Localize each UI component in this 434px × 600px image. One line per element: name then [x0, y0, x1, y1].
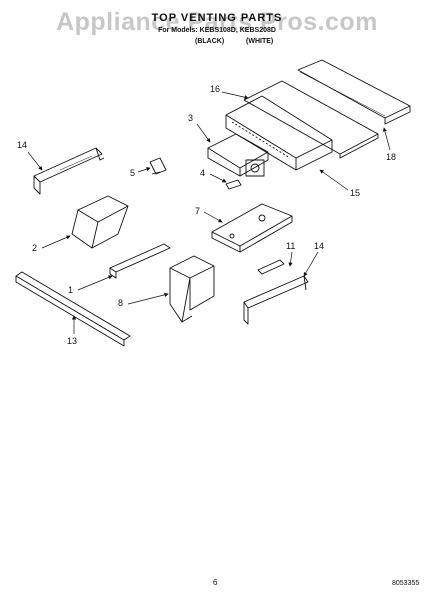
part-15-vent-channel — [225, 95, 333, 171]
part-16-vent-cover — [243, 80, 379, 159]
callout-11: 11 — [286, 241, 296, 251]
part-14-right-bracket — [243, 275, 309, 325]
part-4-connector — [225, 179, 242, 190]
part-5-switch — [149, 157, 167, 175]
part-11-block — [257, 259, 285, 275]
part-18-top-panel — [297, 59, 411, 125]
part-14-left-bracket — [33, 147, 105, 195]
finish-black-label: (BLACK) — [195, 38, 225, 45]
callout-14-right: 14 — [314, 241, 325, 251]
callout-14-left: 14 — [17, 140, 28, 150]
finish-white-label: (WHITE) — [246, 38, 274, 45]
callout-4: 4 — [200, 168, 206, 178]
page-title: TOP VENTING PARTS — [151, 12, 283, 24]
callout-18: 18 — [386, 152, 397, 162]
callout-8: 8 — [118, 298, 124, 308]
watermark-logo: Appliance Parts Pros.com — [56, 8, 378, 36]
callout-16: 16 — [210, 84, 221, 94]
part-1-strip — [109, 243, 171, 279]
model-subtitle: For Models: KEBS108D, KEBS208D — [158, 27, 276, 34]
callout-5: 5 — [130, 168, 136, 178]
part-2-duct — [71, 195, 129, 249]
callout-15: 15 — [350, 188, 361, 198]
callout-3: 3 — [188, 113, 194, 123]
page-number: 6 — [213, 578, 218, 587]
part-7-mounting-plate — [211, 203, 293, 253]
part-8-bracket — [169, 255, 215, 323]
callout-7: 7 — [195, 206, 201, 216]
callout-1: 1 — [68, 285, 74, 295]
part-13-trim-rail — [15, 271, 131, 347]
callout-2: 2 — [32, 243, 38, 253]
document-number: 8053355 — [392, 580, 420, 587]
callout-13: 13 — [67, 336, 78, 346]
part-3-blower-assembly — [207, 133, 269, 177]
